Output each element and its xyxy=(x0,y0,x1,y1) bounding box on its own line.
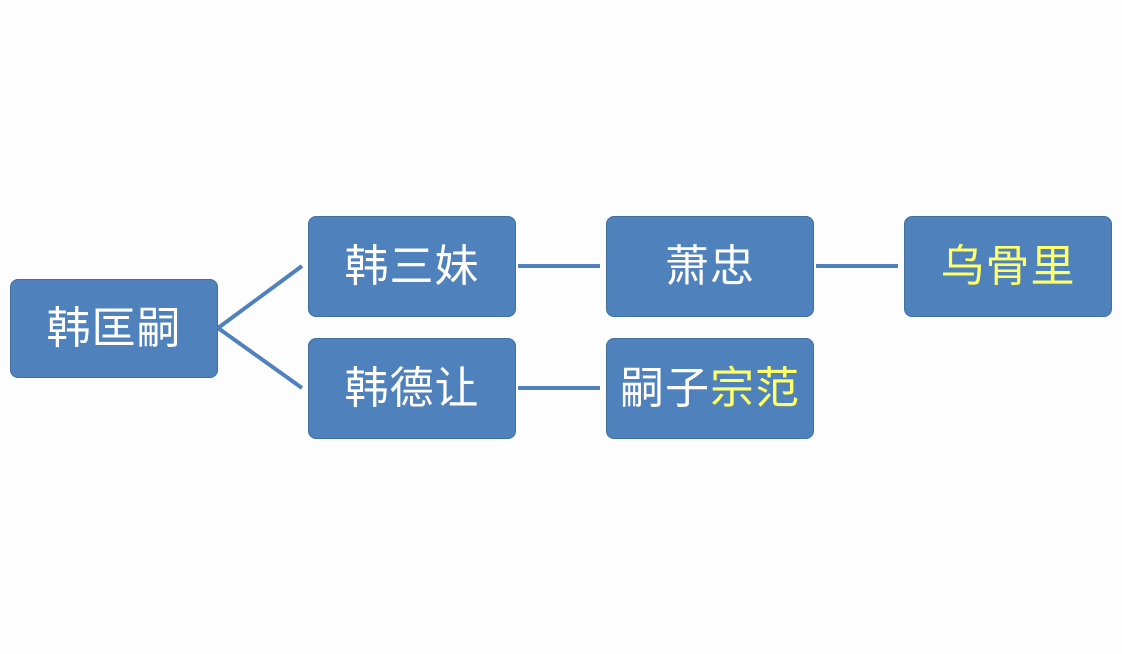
edge-root-sanmei xyxy=(216,264,304,330)
edge-root-derang xyxy=(216,326,304,390)
node-sizi-label-highlight: 宗范 xyxy=(710,362,800,414)
node-xiaozhong-label: 萧忠 xyxy=(665,240,755,292)
node-derang-label: 韩德让 xyxy=(344,362,480,414)
node-sanmei: 韩三妹 xyxy=(308,216,516,317)
node-wuguli: 乌骨里 xyxy=(904,216,1112,317)
node-xiaozhong: 萧忠 xyxy=(606,216,814,317)
node-wuguli-label: 乌骨里 xyxy=(940,240,1076,292)
node-sanmei-label: 韩三妹 xyxy=(344,240,480,292)
node-derang: 韩德让 xyxy=(308,338,516,439)
node-sizi: 嗣子宗范 xyxy=(606,338,814,439)
node-root-label: 韩匡嗣 xyxy=(46,302,182,354)
node-root: 韩匡嗣 xyxy=(10,279,218,378)
node-sizi-label-plain: 嗣子 xyxy=(620,362,710,414)
